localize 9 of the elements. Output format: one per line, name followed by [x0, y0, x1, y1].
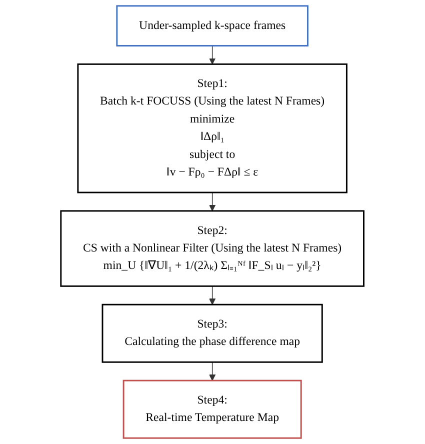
node-box: Step1: Batch k-t FOCUSS (Using the latest N Frames) minimize ‖Δρ‖₁ subject to ‖v − Fρ₀ − FΔρ‖ ≤ ε — [77, 63, 348, 194]
arrow — [209, 286, 216, 305]
node-box: Step3: Calculating the phase difference map — [102, 304, 324, 363]
arrow — [209, 362, 216, 381]
node-box: Under-sampled k-space frames — [116, 5, 309, 46]
node-box: Step2: CS with a Nonlinear Filter (Using the latest N Frames) min_U {‖∇U‖₁ + 1/(2λₖ) Σₗ₌₁ᴺᶠ ‖F_Sₗ uₗ − yₗ‖₂²} — [60, 210, 365, 287]
node-box: Step4: Real-time Temperature Map — [122, 380, 302, 439]
arrow — [209, 192, 216, 212]
arrow — [209, 45, 216, 64]
